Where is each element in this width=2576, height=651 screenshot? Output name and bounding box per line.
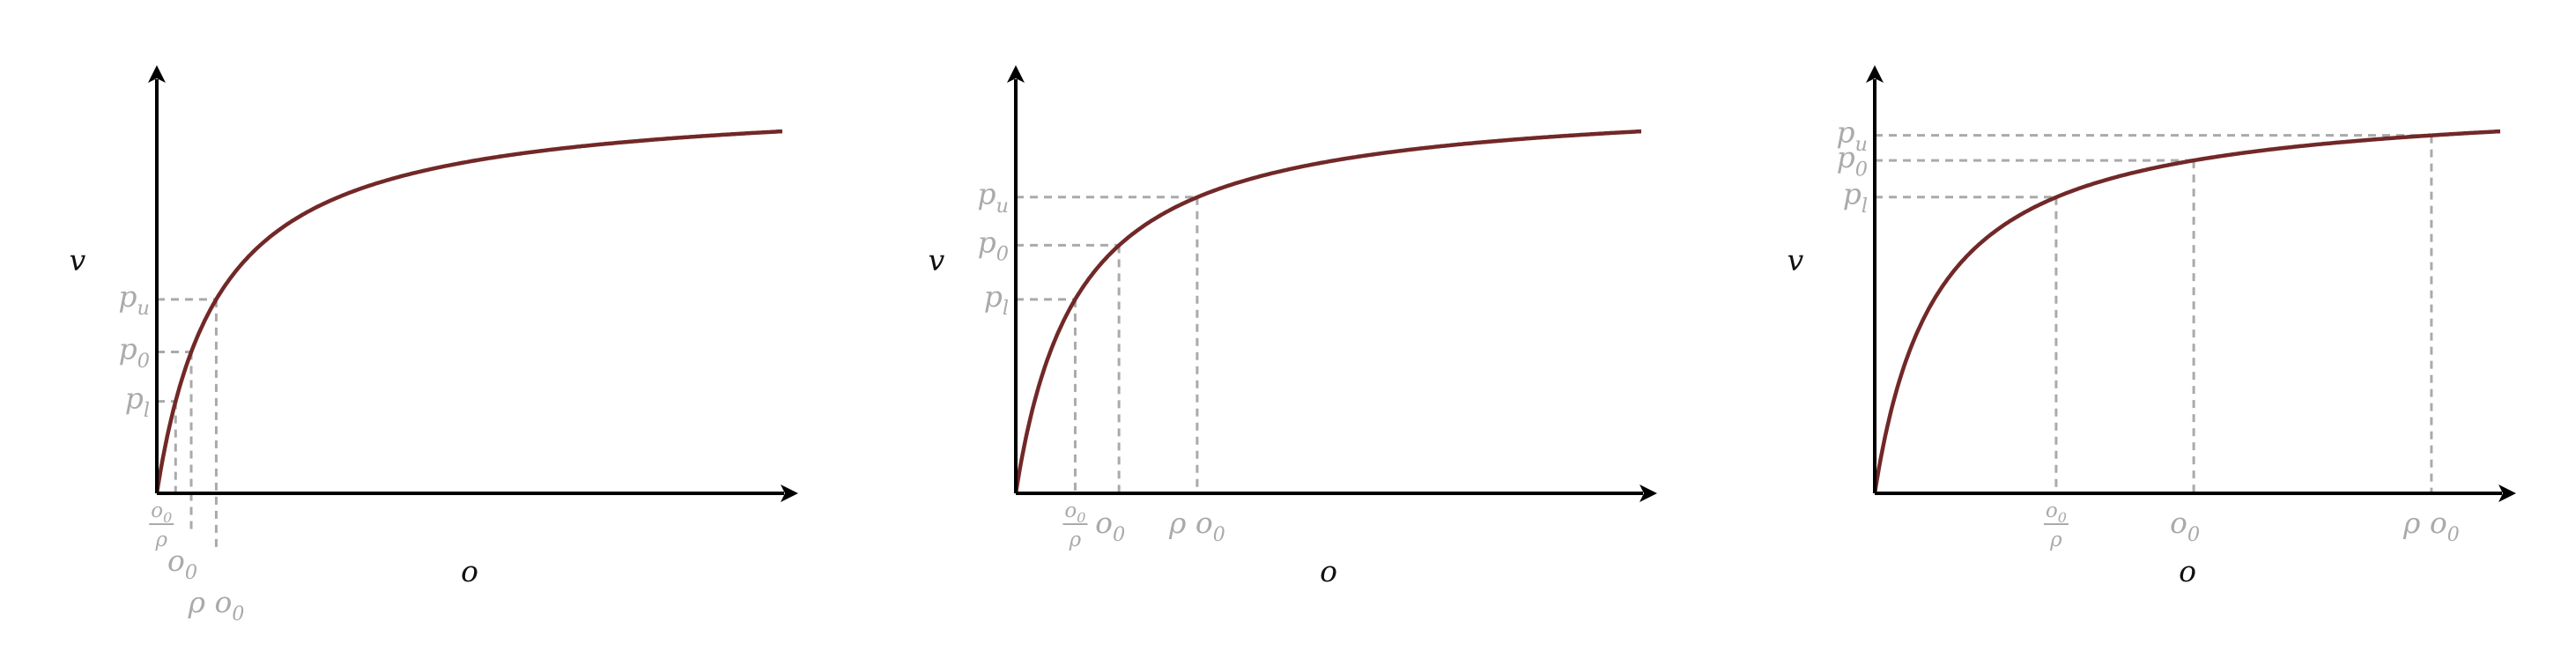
fraction-denominator: ρ [2049, 529, 2062, 551]
value-curve [154, 129, 783, 494]
x-tick-label-upper: ρ o0 [188, 585, 245, 625]
y-axis-arrowhead [1866, 65, 1884, 83]
y-axis-title: v [929, 243, 945, 277]
y-axis-arrowhead [148, 65, 166, 83]
x-axis-arrowhead [1640, 485, 1657, 502]
axes [1007, 65, 1657, 502]
y-tick-label-lower: pl [125, 381, 150, 422]
x-tick-label-lower: o0 ρ [1062, 499, 1088, 551]
level-labels: pl o0 ρ p0 o0 pu ρ o0 [1836, 115, 2459, 551]
guide-lines [157, 298, 218, 551]
y-tick-label-lower: pl [1843, 177, 1868, 218]
guide-lines [1875, 134, 2433, 493]
x-axis-title: o [1320, 554, 1337, 588]
y-tick-label-upper: pu [118, 279, 150, 320]
y-tick-label-mid: p0 [978, 225, 1009, 265]
y-tick-label-lower: pl [984, 279, 1009, 320]
x-tick-label-upper: ρ o0 [2402, 506, 2460, 546]
level-labels: pl o0 ρ p0 o0 pu ρ o0 [977, 177, 1225, 551]
x-axis-arrowhead [2498, 485, 2516, 502]
x-tick-label-lower: o0 ρ [149, 499, 174, 551]
chart-panel-2: o v pl o0 ρ p0 o0 pu ρ o0 [929, 65, 1657, 588]
y-tick-label-upper: pu [977, 177, 1009, 218]
fraction-numerator: o0 [1064, 499, 1085, 526]
x-tick-label-upper: ρ o0 [1168, 506, 1225, 546]
axes [1866, 65, 2516, 502]
fraction-denominator: ρ [155, 529, 168, 551]
x-tick-label-mid: o0 [167, 544, 197, 584]
y-tick-label-upper: pu [1836, 115, 1868, 156]
fraction-numerator: o0 [2046, 499, 2067, 526]
y-tick-label-mid: p0 [1837, 140, 1868, 181]
y-axis-arrowhead [1007, 65, 1025, 83]
x-tick-label-mid: o0 [2170, 506, 2200, 546]
x-tick-label-lower: o0 ρ [2043, 499, 2069, 551]
x-axis-title: o [461, 554, 478, 588]
fraction-denominator: ρ [1069, 529, 1082, 551]
guide-lines [1016, 196, 1199, 493]
value-curve [1872, 129, 2501, 494]
fraction-numerator: o0 [151, 499, 172, 526]
y-axis-title: v [1788, 243, 1804, 277]
axes [148, 65, 798, 502]
y-tick-label-mid: p0 [119, 332, 150, 373]
x-axis-title: o [2179, 554, 2196, 588]
y-axis-title: v [70, 243, 86, 277]
x-axis-arrowhead [781, 485, 798, 502]
x-tick-label-mid: o0 [1095, 506, 1125, 546]
value-curve [1013, 129, 1642, 494]
chart-panel-3: o v pl o0 ρ p0 o0 pu ρ o0 [1788, 65, 2516, 588]
